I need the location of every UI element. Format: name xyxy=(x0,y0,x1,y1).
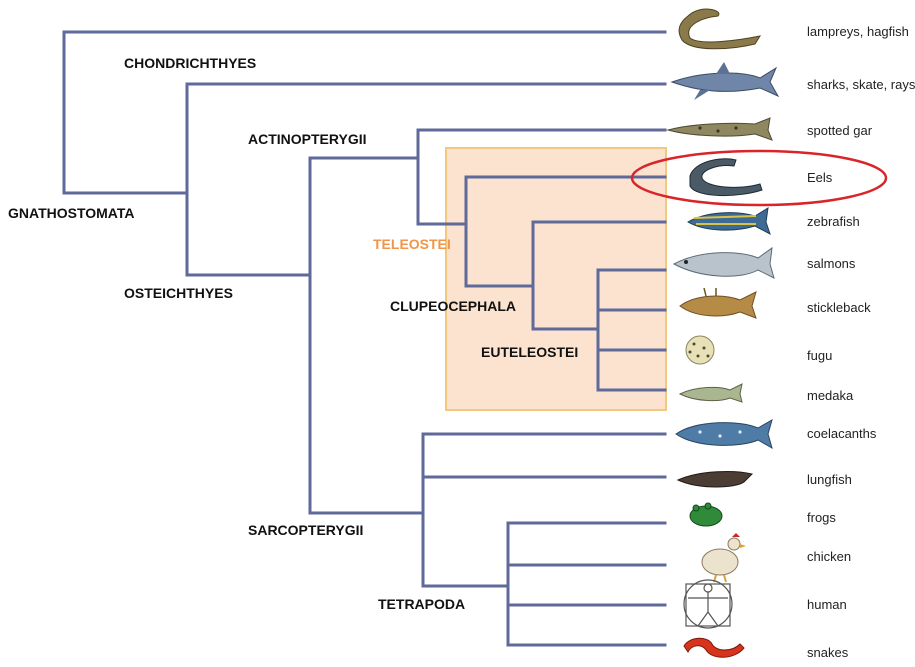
branch-osteichthyes xyxy=(187,158,310,513)
taxon-label-spotted-gar: spotted gar xyxy=(807,123,873,138)
eels-highlight-ring xyxy=(632,151,886,205)
clade-label-clupeocephala: CLUPEOCEPHALA xyxy=(390,298,516,314)
zebrafish-icon xyxy=(688,208,770,234)
stickleback-icon xyxy=(680,288,756,318)
taxon-label-lampreys: lampreys, hagfish xyxy=(807,24,909,39)
gar-icon xyxy=(668,118,772,140)
lamprey-icon xyxy=(679,9,760,49)
taxon-label-sharks: sharks, skate, rays xyxy=(807,77,915,92)
branch-tetrapoda xyxy=(508,523,665,645)
clade-label-gnathostomata: GNATHOSTOMATA xyxy=(8,205,135,221)
shark-icon xyxy=(672,62,778,100)
taxon-label-stickleback: stickleback xyxy=(807,300,871,315)
clade-label-osteichthyes: OSTEICHTHYES xyxy=(124,285,233,301)
teleostei-box xyxy=(446,148,666,410)
frog-icon xyxy=(690,503,722,526)
taxon-label-chicken: chicken xyxy=(807,549,851,564)
taxon-label-fugu: fugu xyxy=(807,348,832,363)
chicken-icon xyxy=(702,533,746,582)
clade-label-actinopterygii: ACTINOPTERYGII xyxy=(248,131,367,147)
pufferfish-icon xyxy=(686,336,714,364)
taxon-label-eels: Eels xyxy=(807,170,833,185)
salmon-icon xyxy=(674,248,774,278)
clade-label-teleostei: TELEOSTEI xyxy=(373,236,451,252)
coelacanth-icon xyxy=(676,420,772,448)
taxon-label-medaka: medaka xyxy=(807,388,854,403)
eel-icon xyxy=(690,159,762,196)
taxon-labels: lampreys, hagfish sharks, skate, rays sp… xyxy=(807,24,915,660)
medaka-icon xyxy=(680,384,742,402)
taxon-label-lungfish: lungfish xyxy=(807,472,852,487)
taxon-label-zebrafish: zebrafish xyxy=(807,214,860,229)
lungfish-icon xyxy=(678,472,752,487)
branch-sarcopterygii xyxy=(310,434,665,586)
clade-label-tetrapoda: TETRAPODA xyxy=(378,596,465,612)
clade-label-sarcopterygii: SARCOPTERYGII xyxy=(248,522,363,538)
taxon-label-human: human xyxy=(807,597,847,612)
snake-icon xyxy=(684,638,744,657)
clade-label-chondrichthyes: CHONDRICHTHYES xyxy=(124,55,256,71)
taxon-label-frogs: frogs xyxy=(807,510,836,525)
taxon-label-salmons: salmons xyxy=(807,256,856,271)
animal-icons xyxy=(668,9,778,657)
vitruvian-man-icon xyxy=(684,580,732,628)
clade-label-euteleostei: EUTELEOSTEI xyxy=(481,344,578,360)
taxon-label-coelacanths: coelacanths xyxy=(807,426,877,441)
taxon-label-snakes: snakes xyxy=(807,645,849,660)
